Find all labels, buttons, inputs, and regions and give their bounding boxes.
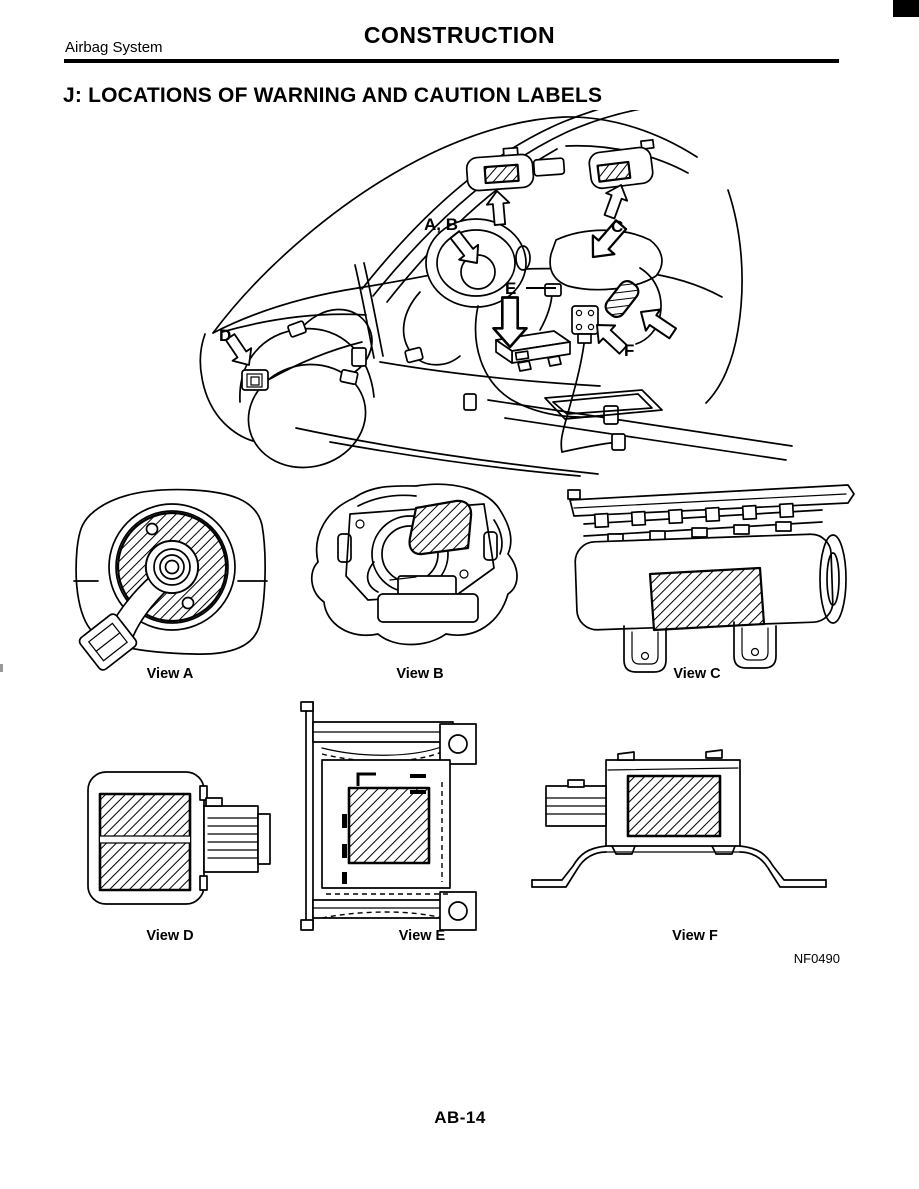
figure-code: NF0490	[793, 951, 840, 966]
callout-f: F	[624, 341, 634, 360]
section-heading: J: LOCATIONS OF WARNING AND CAUTION LABE…	[63, 84, 603, 107]
visor-warning-label	[483, 163, 520, 185]
page-title: CONSTRUCTION	[363, 22, 556, 48]
mount-ear-bottom	[439, 891, 477, 931]
page-number: AB-14	[434, 1108, 486, 1127]
mount-bracket-right	[733, 621, 777, 669]
view-a-illustration	[73, 488, 268, 671]
airbag-control-module	[495, 330, 571, 372]
callout-d: D	[219, 326, 231, 345]
control-unit-caution-label	[347, 786, 431, 865]
floor-frame	[544, 389, 663, 420]
page-edge-mark	[0, 664, 3, 672]
retainer-hooks	[593, 502, 795, 529]
view-a-caption: View A	[146, 666, 194, 682]
view-d-caption: View D	[146, 928, 194, 944]
hinge-strip	[607, 521, 792, 544]
sensor-caution-label	[626, 774, 722, 838]
view-e-illustration	[300, 701, 477, 931]
view-f-illustration	[531, 749, 827, 888]
wheel-caution-label	[408, 499, 473, 556]
header-rule	[64, 59, 839, 63]
dashboard	[549, 229, 663, 345]
view-c-illustration	[567, 484, 855, 673]
view-e-caption: View E	[398, 928, 446, 944]
view-d-illustration	[87, 771, 271, 905]
callout-ab: A, B	[424, 215, 458, 234]
visor-clip	[640, 138, 655, 151]
wiring-harness	[241, 283, 619, 425]
mount-ear-top	[439, 723, 477, 765]
view-b-caption: View B	[396, 666, 444, 682]
callout-e: E	[505, 279, 516, 298]
mount-bracket	[531, 845, 827, 888]
view-f-caption: View F	[672, 928, 718, 944]
car-location-illustration: A, B C D E F	[199, 110, 793, 477]
callout-c: C	[611, 217, 623, 236]
callout-letters: A, B C D E F	[219, 215, 634, 360]
arrow-door-label	[632, 300, 681, 345]
sensor-connector	[203, 797, 271, 873]
connector-plug	[78, 613, 138, 671]
mount-bracket-left	[623, 625, 667, 673]
visor-warning-label	[596, 160, 632, 183]
view-c-caption: View C	[673, 666, 721, 682]
door-edge-caution-label	[604, 280, 640, 318]
section-label: Airbag System	[65, 39, 163, 56]
view-b-illustration	[310, 483, 518, 646]
sun-visors	[465, 138, 655, 192]
module-caution-label	[648, 566, 766, 632]
rearview-mirror	[532, 157, 566, 177]
page-corner-tab	[893, 0, 919, 17]
sensor-connector	[545, 779, 607, 827]
sensor-bracket-plate	[560, 305, 626, 453]
